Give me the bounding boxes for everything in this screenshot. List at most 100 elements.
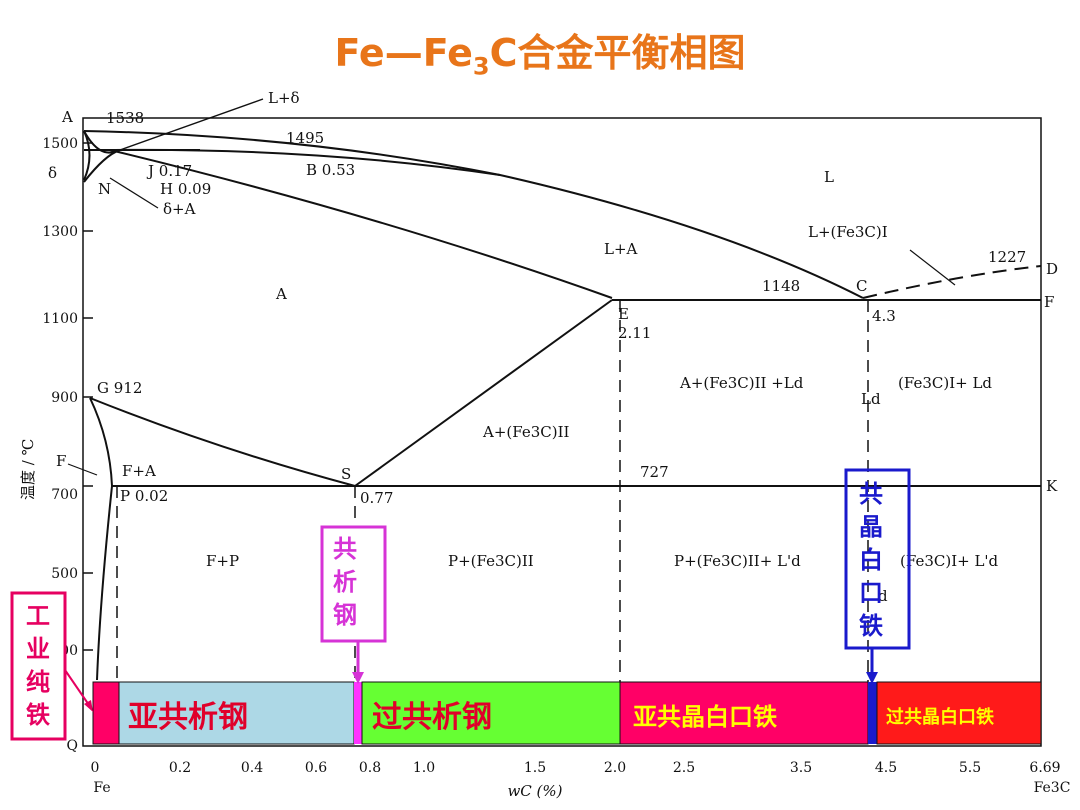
band-label-hypoeutectic: 亚共晶白口铁 (633, 703, 777, 731)
phase-lines (67, 98, 1042, 681)
pq-line (96, 485, 113, 681)
band-hypoeutectoid (118, 681, 355, 745)
callout-pure-iron-char-2: 业 (26, 635, 50, 663)
x-axis-label: wC (%) (507, 782, 562, 800)
band-hypereutectic (876, 681, 1042, 745)
x-tick-0.4: 0.4 (241, 760, 263, 776)
band-hypereutectoid (361, 681, 621, 745)
x-tick-2.5: 2.5 (673, 760, 695, 776)
plot-frame (82, 117, 1042, 747)
point-S: S (341, 465, 351, 483)
temp-1227: 1227 (988, 248, 1026, 266)
y-tick-700: 700 (51, 487, 78, 503)
x-right-end: Fe3C (1034, 780, 1071, 796)
point-F-left: F (56, 452, 66, 470)
point-F-right: F (1044, 293, 1054, 311)
solidus-JE (109, 149, 613, 299)
point-B: B 0.53 (306, 161, 355, 179)
band-label-hypereutectic: 过共晶白口铁 (886, 706, 994, 728)
x-tick-1.5: 1.5 (524, 760, 546, 776)
F-P-label: F+P (206, 552, 239, 570)
Fe3C-I-Ld-label: (Fe3C)I+ Ld (898, 374, 992, 392)
callout-eutectic-char-4: 口 (859, 579, 883, 607)
callout-eutectic-arrowhead (866, 672, 878, 684)
x-tick-0.8: 0.8 (359, 760, 381, 776)
temp-1495: 1495 (286, 129, 324, 147)
P-Fe3C-II-Ld-label: P+(Fe3C)II+ L'd (674, 552, 801, 570)
y-tick-1100: 1100 (42, 311, 78, 327)
E-value: 2.11 (618, 324, 651, 342)
A-Fe3C-II-Ld-label: A+(Fe3C)II +Ld (679, 374, 804, 392)
callout-eutectoid-arrowhead (352, 672, 364, 684)
x-tick-0.2: 0.2 (169, 760, 191, 776)
y-tick-1500: 1500 (42, 136, 78, 152)
band-label-hypoeutectoid: 亚共析钢 (128, 700, 248, 735)
x-tick-2.0: 2.0 (604, 760, 626, 776)
C-value: 4.3 (872, 307, 896, 325)
y-axis-label: 温度 / ℃ (19, 439, 37, 500)
leader-Fe3C-I (909, 249, 956, 286)
band-label-hypereutectoid: 过共析钢 (372, 700, 492, 735)
a3-line (89, 397, 356, 487)
callout-eutectic-box (844, 468, 911, 650)
band-hypoeutectic (619, 681, 869, 745)
point-E: E (618, 305, 629, 323)
callout-eutectoid-char-1: 共 (333, 535, 357, 563)
point-P: P 0.02 (120, 487, 168, 505)
delta-label: δ (48, 164, 57, 182)
temp-727: 727 (640, 463, 669, 481)
x-tick-5.5: 5.5 (959, 760, 981, 776)
liquidus-AC (83, 130, 864, 299)
x-tick-6.69: 6.69 (1029, 760, 1060, 776)
point-K: K (1046, 477, 1058, 495)
callout-eutectoid-char-2: 析 (333, 568, 357, 596)
gp-line (89, 397, 113, 487)
callout-eutectic-char-5: 铁 (859, 612, 883, 640)
callout-eutectic-text: 共 晶 白 口 铁 (859, 480, 883, 640)
point-N: N (98, 180, 111, 198)
callout-eutectoid-text: 共 析 钢 (333, 535, 357, 629)
band-pure-iron (92, 681, 120, 745)
cd-line (862, 265, 1042, 299)
callout-pure-iron-arrow (64, 669, 92, 709)
x-tick-3.5: 3.5 (790, 760, 812, 776)
temp-1148: 1148 (762, 277, 800, 295)
x-tick-0.6: 0.6 (305, 760, 327, 776)
Ld-label: Ld (861, 390, 881, 408)
callout-eutectoid-char-3: 钢 (333, 601, 357, 629)
band-eutectic (868, 682, 877, 744)
callout-eutectoid-box (320, 525, 387, 643)
temp-1538: 1538 (106, 109, 144, 127)
callout-eutectic-char-3: 白 (859, 546, 883, 574)
composition-markers (116, 300, 869, 682)
acm-line (354, 299, 613, 487)
y-tick-900: 900 (51, 390, 78, 406)
point-D: D (1046, 260, 1058, 278)
austenite-label: A (275, 285, 287, 303)
callout-pure-iron-char-3: 纯 (26, 668, 50, 696)
point-H: H 0.09 (160, 180, 211, 198)
F-A-label: F+A (122, 462, 156, 480)
leader-F (67, 463, 98, 476)
callout-pure-iron-char-1: 工 (26, 602, 50, 630)
L-A-label: L+A (604, 240, 638, 258)
callout-eutectic-char-1: 共 (859, 480, 883, 508)
callout-pure-iron-char-4: 铁 (26, 701, 50, 729)
leader-delta-A (109, 177, 159, 209)
x-left-end: Fe (93, 780, 110, 796)
x-tick-0: 0 (91, 760, 100, 776)
liquid-label: L (824, 168, 834, 186)
S-value: 0.77 (360, 489, 393, 507)
d-mark: d (878, 587, 888, 605)
x-tick-1.0: 1.0 (413, 760, 435, 776)
y-tick-1300: 1300 (42, 224, 78, 240)
y-tick-500: 500 (51, 566, 78, 582)
callout-eutectic-char-2: 晶 (859, 513, 883, 541)
point-C: C (856, 277, 867, 295)
peritectic-extension (114, 148, 501, 176)
y-ticks (83, 142, 93, 651)
A-Fe3C-II-label: A+(Fe3C)II (482, 423, 570, 441)
L-Fe3C-I-label: L+(Fe3C)I (808, 223, 888, 241)
L-delta-label: L+δ (268, 89, 300, 107)
leader-L-delta (119, 98, 264, 151)
